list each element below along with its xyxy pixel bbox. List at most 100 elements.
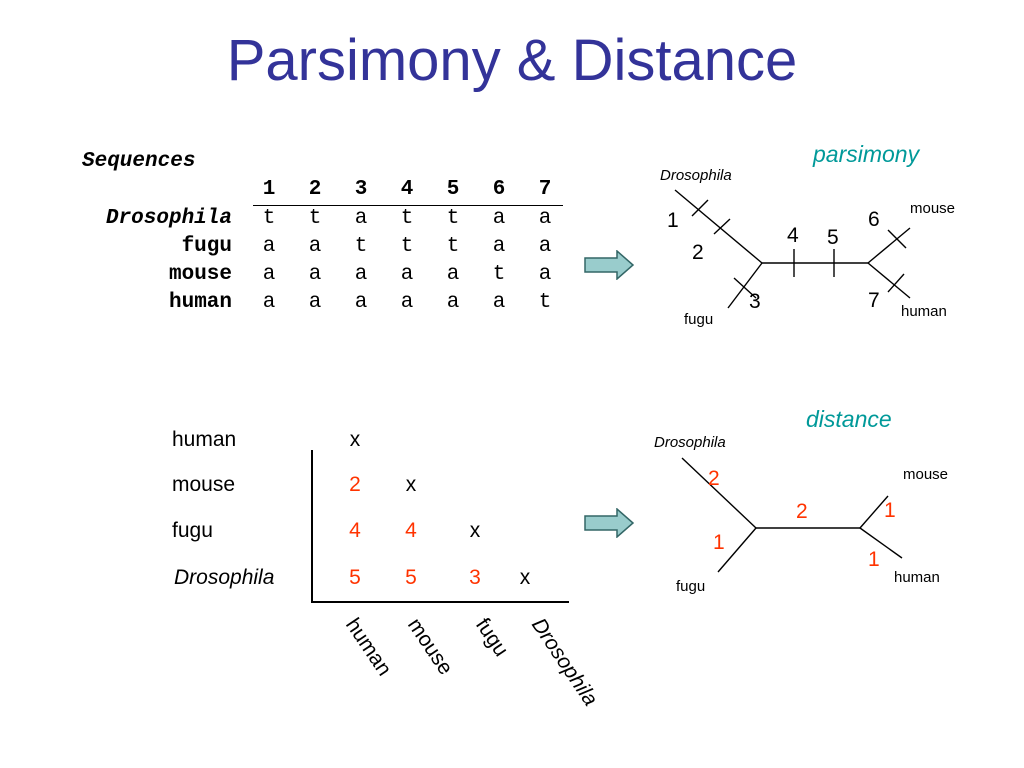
seq-char: a bbox=[492, 235, 506, 258]
matrix-col-label-fugu: fugu bbox=[470, 614, 513, 661]
arrow-right-icon bbox=[584, 508, 634, 538]
seq-char: t bbox=[492, 263, 506, 286]
seq-char: a bbox=[308, 291, 322, 314]
seq-name-fugu: fugu bbox=[181, 235, 232, 258]
seq-position-2: 2 bbox=[308, 178, 322, 201]
sequences-heading: Sequences bbox=[82, 150, 196, 173]
branch-human bbox=[859, 527, 903, 559]
mark-label: 6 bbox=[868, 208, 880, 231]
change-mark bbox=[887, 229, 907, 249]
matrix-cell-mouse-human: 2 bbox=[349, 473, 361, 496]
seq-char: a bbox=[262, 263, 276, 286]
matrix-col-label-human: human bbox=[340, 614, 396, 681]
seq-char: a bbox=[400, 263, 414, 286]
mark-label: 3 bbox=[749, 290, 761, 313]
seq-position-4: 4 bbox=[400, 178, 414, 201]
seq-char: a bbox=[538, 263, 552, 286]
matrix-cell-fugu-mouse: 4 bbox=[405, 519, 417, 542]
parsimony-tree bbox=[674, 189, 911, 309]
seq-char: a bbox=[308, 235, 322, 258]
branch-fugu bbox=[727, 262, 763, 309]
matrix-axis-vertical bbox=[311, 450, 313, 602]
matrix-row-label-drosophila: Drosophila bbox=[174, 566, 275, 589]
parsimony-label: parsimony bbox=[813, 141, 920, 167]
matrix-cell-drosophila-fugu: 3 bbox=[469, 566, 481, 589]
seq-char: t bbox=[446, 235, 460, 258]
distance-tree bbox=[681, 457, 903, 573]
leaf-human: human bbox=[901, 303, 947, 320]
seq-char: a bbox=[492, 291, 506, 314]
seq-char: a bbox=[262, 291, 276, 314]
branch-mouse bbox=[859, 495, 889, 529]
leaf-fugu: fugu bbox=[684, 311, 714, 328]
matrix-col-label-mouse: mouse bbox=[402, 614, 458, 680]
seq-name-mouse: mouse bbox=[168, 263, 232, 286]
leaf-mouse: mouse bbox=[903, 466, 949, 483]
leaf-drosophila: Drosophila bbox=[654, 434, 726, 451]
seq-char: a bbox=[538, 207, 552, 230]
matrix-cell-fugu-human: 4 bbox=[349, 519, 361, 542]
leaf-mouse: mouse bbox=[910, 200, 956, 217]
seq-position-1: 1 bbox=[262, 178, 276, 201]
seq-char: a bbox=[538, 235, 552, 258]
branch-length-mouse: 1 bbox=[884, 499, 896, 522]
seq-char: t bbox=[400, 235, 414, 258]
matrix-row-label-mouse: mouse bbox=[172, 473, 236, 496]
matrix-row-label-fugu: fugu bbox=[172, 519, 213, 542]
seq-position-3: 3 bbox=[354, 178, 368, 201]
mark-label: 7 bbox=[868, 289, 880, 312]
change-mark bbox=[691, 199, 709, 217]
change-mark bbox=[713, 218, 731, 235]
mark-label: 2 bbox=[692, 241, 704, 264]
slide-title: Parsimony & Distance bbox=[226, 28, 798, 93]
change-mark bbox=[887, 273, 905, 293]
matrix-cell-diagonal: x bbox=[405, 473, 417, 496]
seq-char: a bbox=[492, 207, 506, 230]
branch-length-human: 1 bbox=[868, 548, 880, 571]
branch-length-internal: 2 bbox=[796, 500, 808, 523]
distance-label: distance bbox=[806, 406, 892, 432]
seq-char: a bbox=[354, 263, 368, 286]
matrix-cell-diagonal: x bbox=[349, 428, 361, 451]
seq-char: a bbox=[262, 235, 276, 258]
branch-drosophila bbox=[674, 189, 763, 264]
seq-char: a bbox=[400, 291, 414, 314]
matrix-row-label-human: human bbox=[172, 428, 237, 451]
seq-char: a bbox=[446, 291, 460, 314]
seq-char: t bbox=[446, 207, 460, 230]
seq-name-human: human bbox=[168, 291, 232, 314]
branch-fugu bbox=[717, 527, 757, 573]
seq-char: t bbox=[354, 235, 368, 258]
leaf-fugu: fugu bbox=[676, 578, 706, 595]
mark-label: 4 bbox=[787, 224, 799, 247]
arrow-right-icon bbox=[584, 250, 634, 280]
seq-position-6: 6 bbox=[492, 178, 506, 201]
sequences-header-rule bbox=[253, 205, 563, 206]
mark-label: 5 bbox=[827, 226, 839, 249]
seq-char: t bbox=[400, 207, 414, 230]
seq-name-drosophila: Drosophila bbox=[105, 207, 232, 230]
matrix-cell-diagonal: x bbox=[469, 519, 481, 542]
matrix-axis-horizontal bbox=[311, 601, 569, 603]
seq-char: a bbox=[446, 263, 460, 286]
seq-char: a bbox=[354, 291, 368, 314]
seq-char: t bbox=[538, 291, 552, 314]
mark-label: 1 bbox=[667, 209, 679, 232]
seq-char: a bbox=[354, 207, 368, 230]
change-mark bbox=[733, 277, 757, 299]
matrix-cell-diagonal: x bbox=[519, 566, 531, 589]
seq-char: t bbox=[308, 207, 322, 230]
branch-length-fugu: 1 bbox=[713, 531, 725, 554]
seq-position-5: 5 bbox=[446, 178, 460, 201]
branch-drosophila bbox=[681, 457, 757, 529]
seq-position-7: 7 bbox=[538, 178, 552, 201]
seq-char: a bbox=[308, 263, 322, 286]
leaf-drosophila: Drosophila bbox=[660, 167, 732, 184]
branch-human bbox=[867, 262, 911, 299]
leaf-human: human bbox=[894, 569, 940, 586]
matrix-cell-drosophila-human: 5 bbox=[349, 566, 361, 589]
matrix-col-label-drosophila: Drosophila bbox=[526, 614, 603, 711]
seq-char: t bbox=[262, 207, 276, 230]
branch-length-drosophila: 2 bbox=[708, 467, 720, 490]
matrix-cell-drosophila-mouse: 5 bbox=[405, 566, 417, 589]
